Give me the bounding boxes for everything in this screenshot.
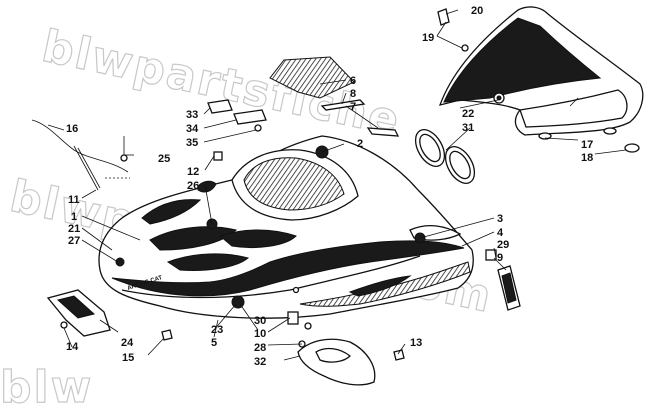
callout-20: 20	[471, 5, 483, 17]
latch	[287, 311, 312, 348]
callout-22: 22	[462, 108, 474, 120]
screw-15	[161, 329, 173, 341]
callout-17: 17	[581, 139, 593, 151]
callout-24: 24	[121, 337, 134, 349]
callout-3: 3	[497, 213, 503, 225]
headlight-bezel	[414, 129, 476, 184]
callout-23: 23	[211, 324, 223, 336]
callout-11: 11	[68, 194, 80, 206]
callout-1: 1	[71, 211, 77, 223]
callout-5: 5	[211, 337, 217, 349]
mount-bracket	[207, 99, 267, 132]
callout-4: 4	[497, 227, 504, 239]
callout-7: 7	[350, 101, 356, 113]
callout-13: 13	[410, 337, 422, 349]
callout-31: 31	[462, 122, 474, 134]
leader-lines	[47, 9, 627, 361]
callout-labels: 1 2 3 4 5 6 7 8 9 10 11 12 13 14 15 16 1…	[66, 5, 593, 368]
cable	[31, 119, 129, 191]
callout-16: 16	[66, 123, 78, 135]
fastener-25	[105, 136, 130, 179]
windshield	[438, 6, 644, 140]
side-vent-inner	[501, 272, 517, 304]
front-bumper	[46, 289, 111, 337]
callout-10: 10	[254, 328, 266, 340]
callout-2: 2	[357, 138, 363, 150]
callout-8: 8	[350, 88, 356, 100]
callout-12: 12	[187, 166, 199, 178]
strip-decal-8	[320, 99, 366, 111]
callout-6: 6	[350, 75, 356, 87]
callout-30: 30	[254, 315, 266, 327]
callout-19: 19	[422, 32, 434, 44]
callout-9: 9	[497, 252, 503, 264]
callout-34: 34	[186, 123, 199, 135]
screw-13	[393, 349, 405, 361]
callout-26: 26	[187, 180, 199, 192]
watermark-bottom: blw	[0, 362, 93, 406]
vent-clip-29	[485, 249, 497, 261]
callout-21: 21	[68, 223, 80, 235]
callout-28: 28	[254, 342, 266, 354]
callout-35: 35	[186, 137, 198, 149]
hood: ARCTIC CAT	[98, 135, 474, 319]
callout-25: 25	[158, 153, 170, 165]
decal-12	[213, 151, 223, 161]
bottom-pan	[297, 338, 376, 386]
callout-33: 33	[186, 109, 198, 121]
top-decal	[269, 56, 355, 99]
callout-27: 27	[68, 235, 80, 247]
callout-32: 32	[254, 356, 266, 368]
callout-29: 29	[497, 239, 509, 251]
callout-14: 14	[66, 341, 79, 353]
strip-decal-7	[366, 127, 400, 137]
windshield-washer	[624, 143, 640, 153]
callout-15: 15	[122, 352, 134, 364]
callout-18: 18	[581, 152, 593, 164]
